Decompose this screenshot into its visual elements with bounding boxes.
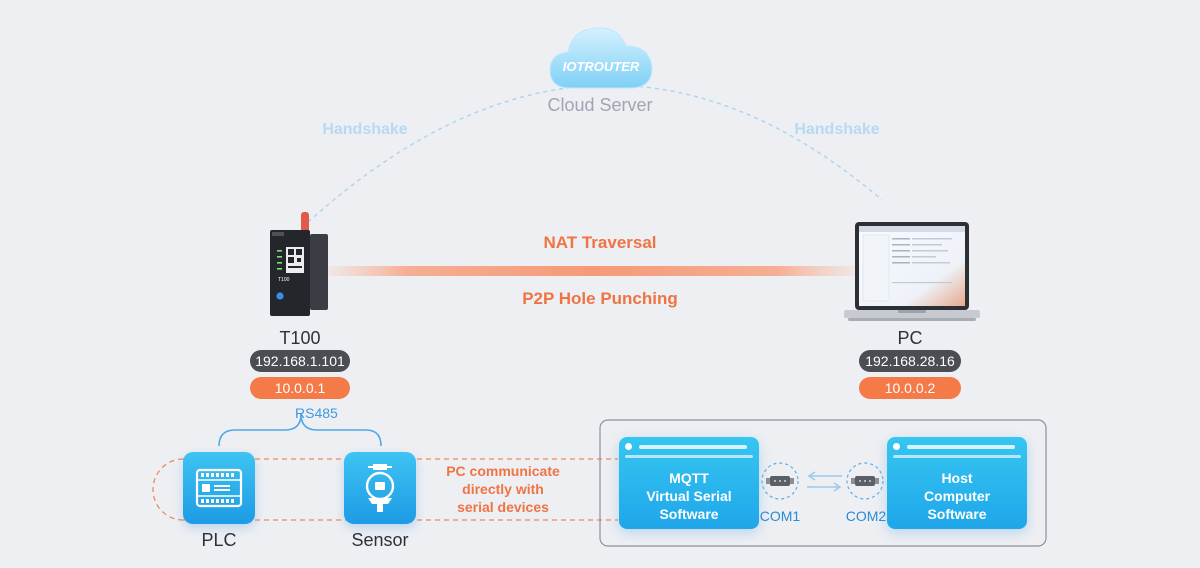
com2-port-icon [846, 462, 884, 500]
cloud-brand-text: IOTROUTER [563, 59, 640, 74]
p2p-hole-punching-label: P2P Hole Punching [522, 289, 678, 308]
mqtt-title-line-1: MQTT [669, 470, 709, 486]
window-divider [625, 455, 753, 458]
plc-tile [183, 452, 255, 524]
pc-ip-badge: 192.168.28.16 [859, 350, 961, 372]
host-software-title: Host Computer Software [887, 469, 1027, 523]
pc-communicate-line-2: directly with [462, 481, 544, 497]
window-titlebar [639, 445, 747, 449]
plc-icon [195, 468, 243, 508]
t100-name: T100 [279, 328, 321, 348]
t100-model-text: T100 [278, 277, 290, 283]
nat-traversal-beam [328, 266, 856, 276]
handshake-arc [307, 84, 883, 223]
laptop-icon [844, 222, 980, 321]
rs485-bracket [218, 413, 382, 447]
pc-name: PC [897, 328, 923, 348]
sensor-label: Sensor [351, 530, 409, 550]
mqtt-software-title: MQTT Virtual Serial Software [619, 469, 759, 523]
window-dot-icon [625, 443, 632, 450]
handshake-label-left: Handshake [322, 121, 408, 138]
com1-port-icon [761, 462, 799, 500]
pc-communicate-line-1: PC communicate [446, 463, 560, 479]
host-computer-software-box: Host Computer Software [887, 437, 1027, 529]
host-title-line-1: Host [941, 470, 973, 486]
window-divider [893, 455, 1021, 458]
com1-label: COM1 [759, 508, 801, 524]
t100-router-icon: T100 [270, 212, 328, 316]
plc-label: PLC [201, 530, 237, 550]
pc-virtual-ip-badge: 10.0.0.2 [859, 377, 961, 399]
pc-communicate-note: PC communicate directly with serial devi… [430, 462, 576, 516]
pc-software-group [599, 419, 1047, 547]
t100-virtual-ip-badge: 10.0.0.1 [250, 377, 350, 399]
mqtt-title-line-3: Software [659, 506, 719, 522]
host-title-line-2: Computer [923, 488, 991, 504]
handshake-label-right: Handshake [794, 121, 880, 138]
com2-label: COM2 [845, 508, 887, 524]
window-titlebar [907, 445, 1015, 449]
mqtt-title-line-2: Virtual Serial [646, 488, 732, 504]
host-title-line-3: Software [927, 506, 987, 522]
sensor-icon [365, 464, 395, 512]
nat-traversal-label: NAT Traversal [543, 233, 657, 252]
t100-ip-badge: 192.168.1.101 [250, 350, 350, 372]
cloud-server-label: Cloud Server [547, 95, 653, 115]
cloud-icon: IOTROUTER [549, 27, 653, 89]
sensor-tile [344, 452, 416, 524]
pc-communicate-line-3: serial devices [457, 499, 549, 515]
rs485-label: RS485 [295, 405, 338, 421]
com-arrows [807, 471, 842, 492]
mqtt-virtual-serial-software-box: MQTT Virtual Serial Software [619, 437, 759, 529]
window-dot-icon [893, 443, 900, 450]
